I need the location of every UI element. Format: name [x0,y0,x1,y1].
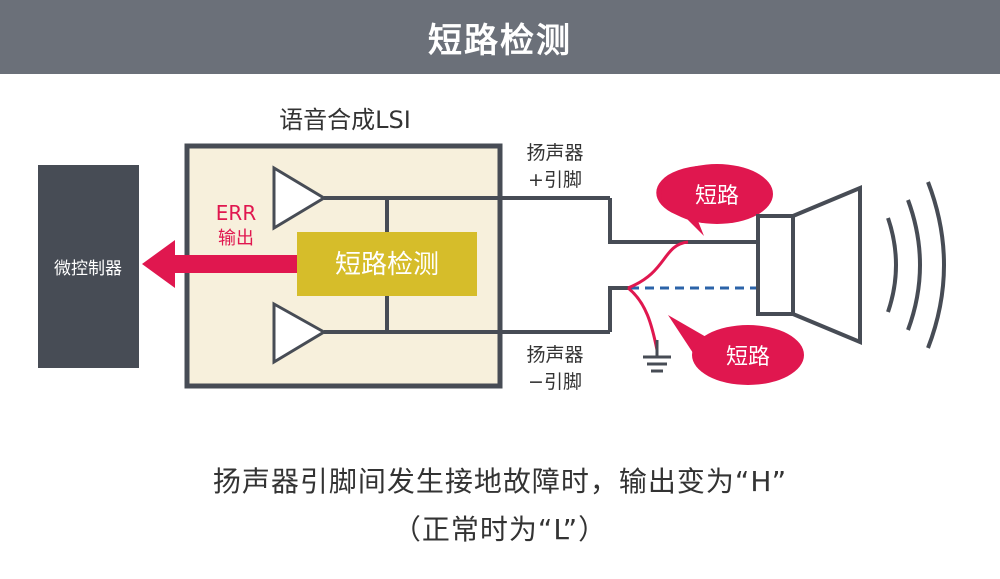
lsi-label: 语音合成LSI [279,106,411,134]
page-title: 短路检测 [428,20,572,61]
neg-pin-label-1: 扬声器 [526,344,583,366]
caption-line-2: （正常时为“L”） [392,513,608,546]
short-label-bottom: 短路 [726,345,770,370]
short-wire-2 [627,286,659,351]
amplifier-top-icon [272,165,327,231]
amplifier-bottom-icon [272,301,327,365]
short-detect-block [297,232,477,296]
speaker-cone-icon [791,184,862,346]
pos-pin-label-2: +引脚 [528,169,582,191]
header-banner: 短路检测 [0,0,1000,74]
caption-line-1: 扬声器引脚间发生接地故障时，输出变为“H” [212,465,788,498]
microcontroller-box [38,165,139,368]
short-label-top: 短路 [695,184,739,209]
err-output-label: 输出 [218,228,254,249]
short-wire-1 [627,240,689,290]
err-arrow-icon [142,240,297,288]
err-label: ERR [216,201,257,225]
short-detect-label: 短路检测 [335,250,439,280]
microcontroller-label: 微控制器 [54,259,122,279]
pos-pin-label-1: 扬声器 [526,142,583,164]
short-callout-bottom [692,325,804,385]
wire-neg-out [608,286,630,332]
speaker-body-icon [756,214,795,316]
wire-pos-out [608,198,690,244]
neg-pin-label-2: −引脚 [528,371,582,393]
sound-wave-icon [886,217,898,313]
